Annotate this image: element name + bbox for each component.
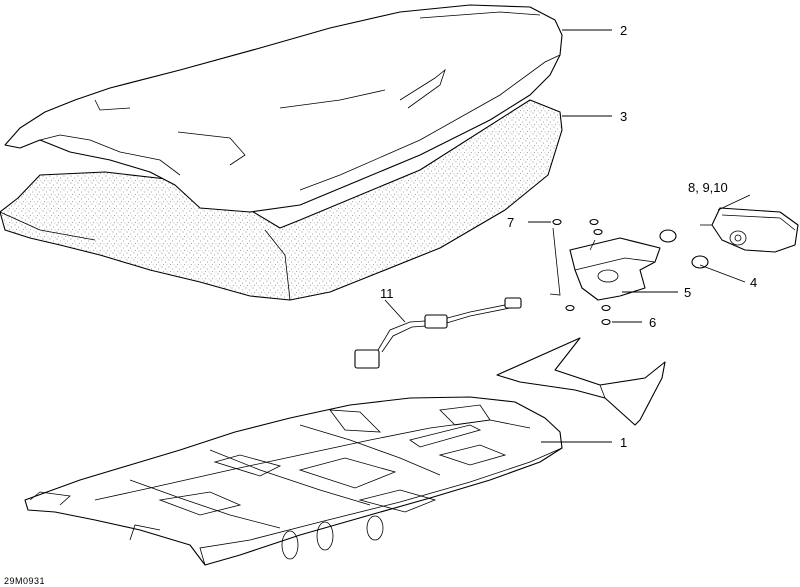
callout-8-9-10: 8, 9,10 [688, 180, 728, 195]
callout-5: 5 [684, 285, 691, 300]
callout-11: 11 [380, 286, 394, 301]
callout-1: 1 [620, 435, 627, 450]
callout-3: 3 [620, 109, 627, 124]
trim-deflector [496, 337, 666, 426]
callout-6: 6 [649, 315, 656, 330]
tail-light-part-8-10 [700, 207, 799, 253]
nuts-part-4 [659, 229, 709, 269]
seat-base-part-1 [24, 396, 563, 566]
callout-2: 2 [620, 23, 627, 38]
light-bracket-part-5 [569, 237, 661, 301]
callout-7: 7 [507, 215, 514, 230]
seat-foam-part-3 [0, 99, 563, 301]
callout-4: 4 [750, 275, 757, 290]
fasteners-part-6-7 [549, 218, 611, 326]
seat-cover-part-2 [4, 4, 563, 213]
leader-lines [384, 29, 751, 443]
wiring-harness-part-11 [354, 297, 522, 369]
drawing-code: 29M0931 [4, 576, 45, 586]
